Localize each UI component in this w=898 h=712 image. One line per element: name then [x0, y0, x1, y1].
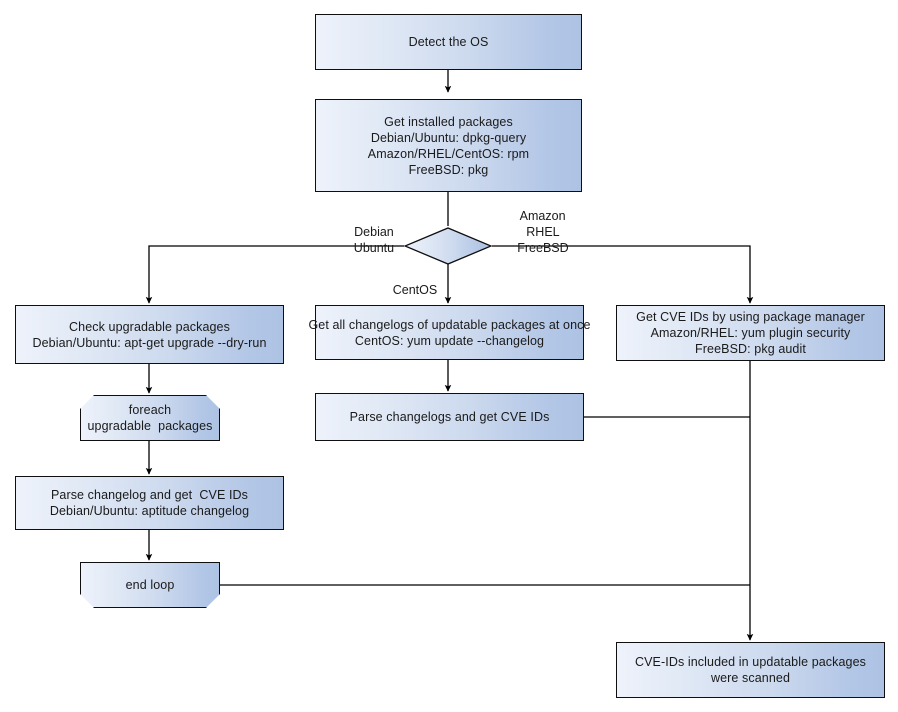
- node-get-all-changelogs-line1: Get all changelogs of updatable packages…: [308, 317, 591, 332]
- node-foreach-loop[interactable]: foreach upgradable packages: [80, 395, 220, 441]
- node-parse-changelog-debian-line1: Parse changelog and get CVE IDs: [50, 488, 249, 502]
- node-get-cve-ids-line1: Get CVE IDs by using package manager: [636, 310, 865, 324]
- node-get-installed-packages-line2: Debian/Ubuntu: dpkg-query: [370, 130, 527, 145]
- node-get-installed-packages-line3: Amazon/RHEL/CentOS: rpm: [367, 146, 530, 161]
- decision-diamond-icon: [403, 227, 493, 265]
- edge-label-centos: CentOS: [378, 266, 438, 314]
- edge-label-debian-ubuntu-line1: Debian: [354, 225, 394, 239]
- edge-decision-amazon: [492, 245, 754, 304]
- node-check-upgradable-packages[interactable]: Check upgradable packages Debian/Ubuntu:…: [15, 305, 284, 364]
- node-parse-changelogs-centos-label: Parse changelogs and get CVE IDs: [349, 410, 550, 424]
- node-parse-changelog-debian-line2: Debian/Ubuntu: aptitude changelog: [49, 504, 250, 518]
- node-get-cve-ids-package-manager[interactable]: Get CVE IDs by using package manager Ama…: [616, 305, 885, 361]
- edge-label-amazon-line1: Amazon: [519, 209, 566, 223]
- node-end-loop-label: end loop: [125, 578, 175, 592]
- edge-label-freebsd-line3: FreeBSD: [517, 241, 569, 255]
- node-get-all-changelogs[interactable]: Get all changelogs of updatable packages…: [308, 305, 590, 360]
- edge-label-debian-ubuntu: Debian Ubuntu: [330, 208, 404, 272]
- node-get-installed-packages-line1: Get installed packages: [384, 114, 513, 129]
- node-foreach-line1: foreach: [128, 403, 172, 417]
- node-foreach-line2: upgradable packages: [87, 419, 213, 433]
- node-detect-os-label: Detect the OS: [408, 35, 489, 49]
- edge-label-centos-text: CentOS: [392, 283, 438, 297]
- edge-label-amazon-rhel-freebsd: Amazon RHEL FreeBSD: [494, 192, 578, 272]
- node-get-all-changelogs-line2: CentOS: yum update --changelog: [354, 333, 545, 348]
- node-check-upgradable-line1: Check upgradable packages: [69, 319, 230, 334]
- node-check-upgradable-line2: Debian/Ubuntu: apt-get upgrade --dry-run: [32, 335, 267, 350]
- node-os-decision[interactable]: [403, 227, 493, 265]
- node-parse-changelogs-centos[interactable]: Parse changelogs and get CVE IDs: [315, 393, 584, 441]
- edge-label-debian-ubuntu-line2: Ubuntu: [353, 241, 395, 255]
- node-get-cve-ids-line2: Amazon/RHEL: yum plugin security: [650, 326, 851, 340]
- node-scanned-result[interactable]: CVE-IDs included in updatable packages w…: [616, 642, 885, 698]
- edge-decision-debian: [145, 245, 404, 304]
- node-get-cve-ids-line3: FreeBSD: pkg audit: [695, 342, 806, 356]
- edge-label-rhel-line2: RHEL: [526, 225, 560, 239]
- node-get-installed-packages[interactable]: Get installed packages Debian/Ubuntu: dp…: [315, 99, 582, 192]
- node-parse-changelog-debian[interactable]: Parse changelog and get CVE IDs Debian/U…: [15, 476, 284, 530]
- node-detect-os[interactable]: Detect the OS: [315, 14, 582, 70]
- node-scanned-result-line1: CVE-IDs included in updatable packages: [634, 655, 867, 669]
- node-end-loop[interactable]: end loop: [80, 562, 220, 608]
- node-scanned-result-line2: were scanned: [710, 671, 791, 685]
- node-get-installed-packages-line4: FreeBSD: pkg: [408, 162, 489, 177]
